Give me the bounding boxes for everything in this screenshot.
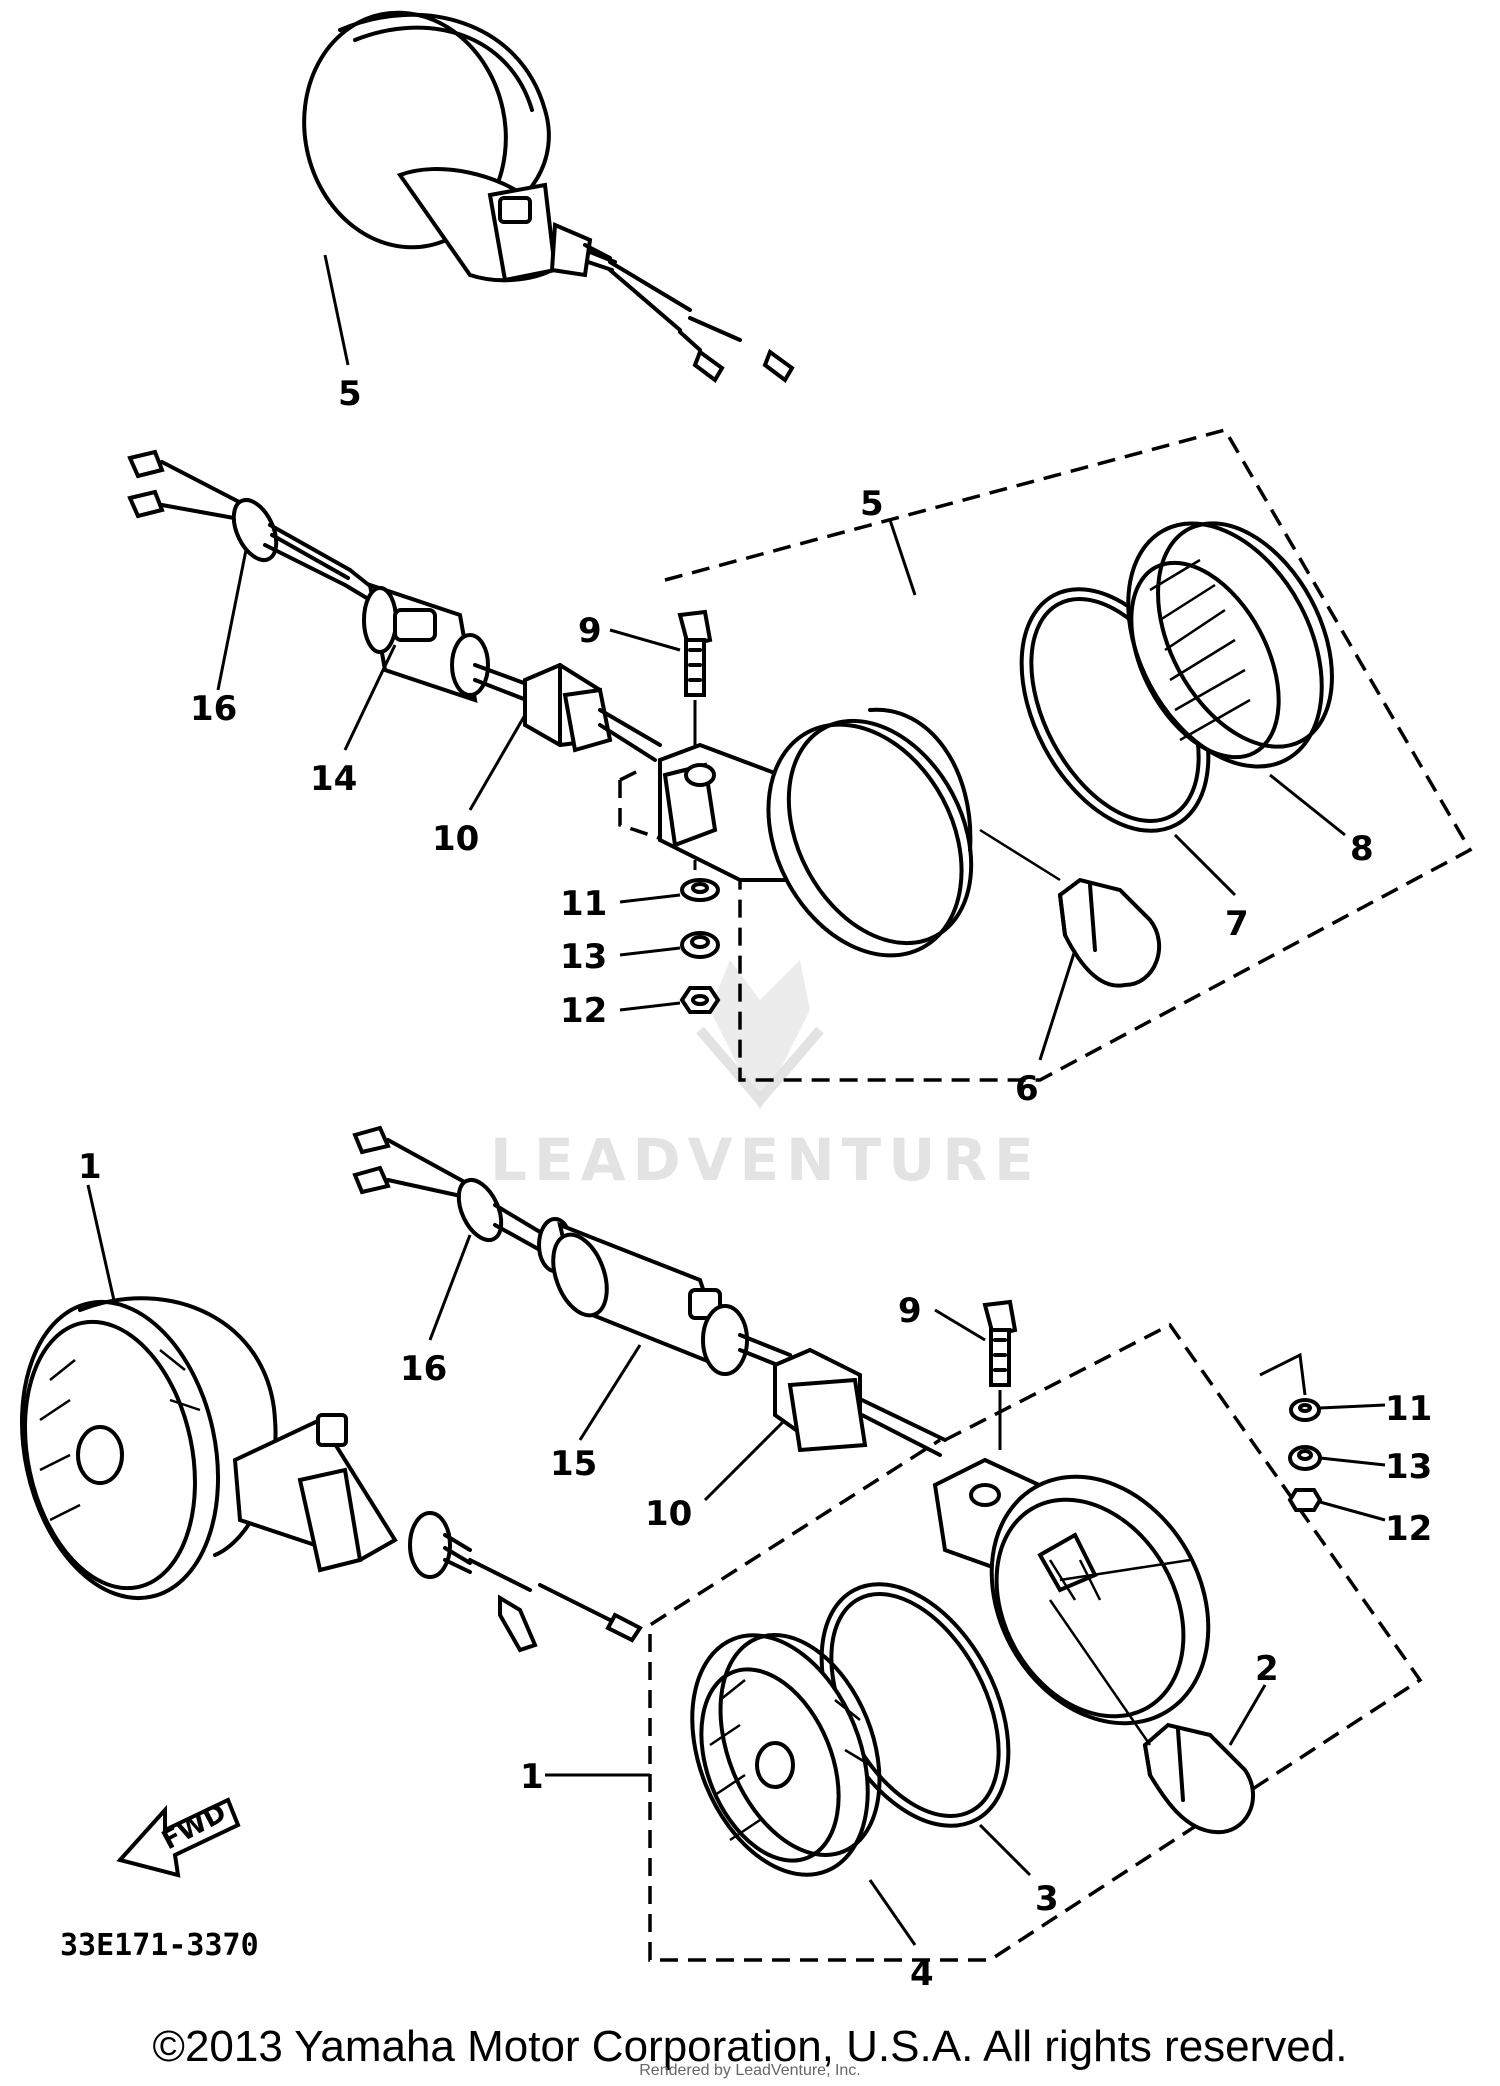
group-boundary-5 [664,427,1473,1082]
part-9-bolt-mid [677,609,713,790]
callout-7: 7 [1225,904,1249,944]
part-9-bolt-bottom [982,1299,1018,1450]
diagram-code: 33E171-3370 [60,1928,259,1963]
callout-1-side: 1 [520,1757,544,1797]
callout-9-bottom: 9 [898,1291,922,1331]
callout-12-bottom: 12 [1385,1509,1432,1549]
forward-arrow-icon: FWD [116,1797,241,1878]
callout-5-top: 5 [338,374,362,414]
callout-9-mid: 9 [578,611,602,651]
assembled-signal-top [302,10,795,383]
part-6-bulb-mid [979,828,1161,988]
part-2-bulb-bottom [1048,1599,1256,1835]
signal-housing-bottom [932,1457,1211,1726]
callout-4: 4 [910,1954,934,1994]
part-10-damper-bottom [773,1347,947,1457]
callout-16-bottom: 16 [400,1349,447,1389]
wire-harness-mid [127,449,377,602]
part-4-lens [690,1633,882,1877]
callout-6: 6 [1015,1069,1039,1109]
part-10-damper-mid [523,662,662,762]
callout-10-bottom: 10 [645,1494,692,1534]
wire-harness-bottom [352,1125,547,1252]
callout-8: 8 [1350,829,1374,869]
group-boundary-1 [648,1322,1423,1962]
assembled-signal-bottom [19,1296,643,1653]
callout-12-mid: 12 [560,991,607,1031]
callout-15: 15 [550,1444,597,1484]
callout-16-mid: 16 [190,689,237,729]
watermark: LEADVENTURE [490,960,1041,1194]
callout-13-bottom: 13 [1385,1447,1432,1487]
callout-5-mid: 5 [860,484,884,524]
callout-2: 2 [1255,1649,1279,1689]
part-8-lens [1126,521,1334,769]
callout-11-mid: 11 [560,884,607,924]
callout-13-mid: 13 [560,937,607,977]
callout-3: 3 [1035,1879,1059,1919]
callout-14: 14 [310,759,357,799]
watermark-text: LEADVENTURE [490,1126,1041,1194]
copyright-notice: ©2013 Yamaha Motor Corporation, U.S.A. A… [152,2022,1348,2071]
leader-5-top [323,254,350,366]
signal-housing-mid [658,707,974,958]
rendered-by-note: Rendered by LeadVenture, Inc. [639,2062,861,2079]
callout-1-top: 1 [78,1147,102,1187]
hardware-stack-mid [679,860,721,1014]
hardware-stack-bottom [1259,1352,1323,1512]
callout-10-mid: 10 [432,819,479,859]
part-14-stay [362,582,572,717]
part-15-stay [537,1217,792,1376]
callout-11-bottom: 11 [1385,1389,1432,1429]
